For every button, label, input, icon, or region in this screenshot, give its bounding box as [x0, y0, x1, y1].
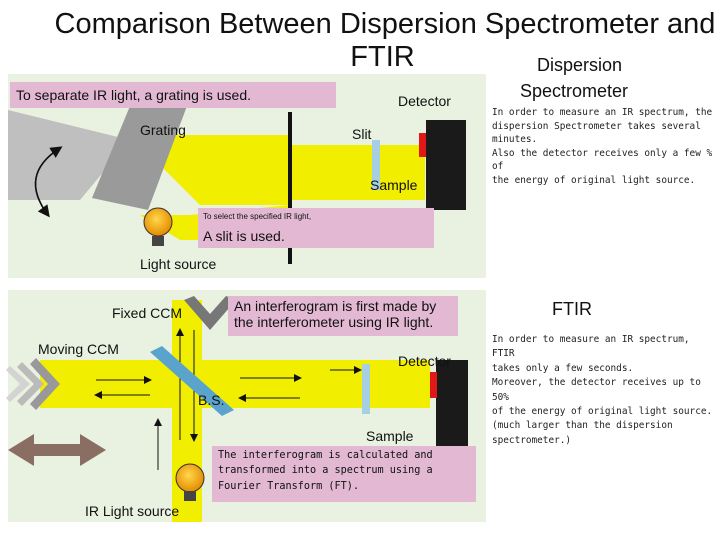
ftir-light-source-label: IR Light source — [85, 503, 180, 519]
moving-direction-arrow — [8, 434, 106, 466]
grating-plate — [92, 98, 190, 210]
page-title-line1: Comparison Between Dispersion Spectromet… — [54, 8, 716, 40]
slit-label: Slit — [352, 126, 372, 142]
slit-note-small: To select the specified IR light, — [203, 212, 312, 221]
ftir-sample-label: Sample — [366, 428, 414, 444]
dispersion-heading-line1: Dispersion — [537, 55, 623, 75]
beam-splitter-label: B.S. — [198, 392, 225, 408]
ftir-detector-window — [430, 372, 437, 398]
ftir-sample — [362, 364, 370, 414]
dispersion-detector-label: Detector — [398, 93, 451, 109]
ftir-description: In order to measure an IR spectrum, FTIR… — [492, 334, 713, 446]
dispersion-bulb — [143, 207, 173, 237]
fixed-ccm-label: Fixed CCM — [112, 305, 183, 321]
grating-shadow — [8, 110, 130, 200]
moving-ccm-mirror — [30, 358, 60, 410]
fixed-ccm-mirror — [184, 296, 236, 330]
grating-note: To separate IR light, a grating is used. — [10, 82, 336, 108]
dispersion-sample-label: Sample — [370, 177, 418, 193]
beam-grating-slit — [130, 135, 290, 205]
interferogram-note: An interferogram is first made by the in… — [228, 296, 458, 336]
slit-note-large: A slit is used. — [203, 228, 285, 244]
ftir-heading: FTIR — [552, 299, 592, 319]
ftir-detector-label: Detector — [398, 353, 451, 369]
page-title-line2: FTIR — [350, 41, 415, 73]
dispersion-heading-line2: Spectrometer — [520, 81, 629, 101]
transform-note: The interferogram is calculated and tran… — [212, 446, 476, 502]
slit — [288, 112, 292, 264]
beam-slit-detector — [290, 145, 425, 200]
ftir-detector — [436, 360, 468, 446]
ftir-bulb — [175, 463, 205, 493]
beam-splitter — [150, 346, 234, 416]
dispersion-detector-window — [419, 133, 426, 157]
dispersion-description: In order to measure an IR spectrum, the … — [492, 107, 713, 186]
grating-label: Grating — [140, 122, 186, 138]
slit-note-box — [198, 208, 434, 248]
moving-ccm-label: Moving CCM — [38, 341, 119, 357]
dispersion-detector — [426, 120, 466, 210]
dispersion-light-source-label: Light source — [140, 256, 217, 272]
dispersion-sample — [372, 140, 380, 190]
ftir-beam-horizontal — [40, 360, 430, 408]
